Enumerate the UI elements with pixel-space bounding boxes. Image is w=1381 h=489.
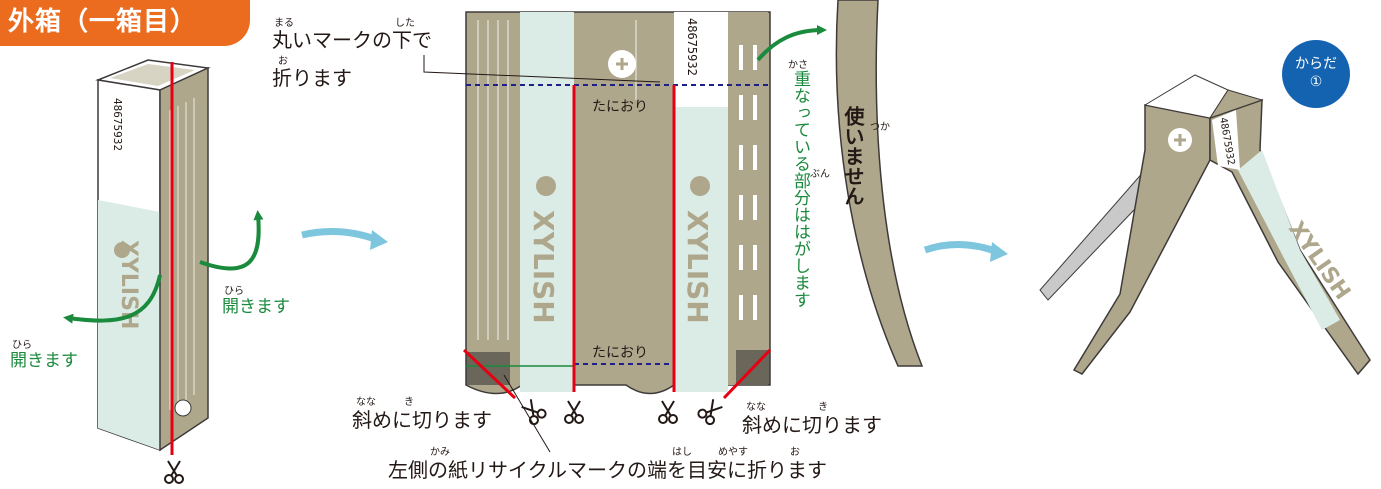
cut-box: 48675932 XYLISH [1039, 74, 1371, 376]
label-tanioru-bottom: たにおり [592, 345, 648, 361]
removed-flap [835, 0, 924, 367]
ruby-maru: まる [274, 18, 294, 29]
flow-arrow-1 [301, 228, 380, 244]
ruby-nana-1: なな [356, 397, 376, 408]
sheet-brand-left: XYLISH [527, 210, 560, 324]
label-kasanatte: 重なっている部分ははがします [790, 70, 810, 308]
recycle-mark-icon [174, 399, 192, 417]
scissors-icon [164, 460, 184, 484]
ruby-nana-2: なな [746, 402, 766, 413]
label-maru-line2: 折ります [272, 66, 352, 90]
section-title: 外箱（一箱目） [0, 0, 250, 46]
label-maru-line1: 丸いマークの下で [272, 28, 432, 52]
ruby-o-2: お [790, 447, 800, 458]
label-hirakimasu-left: 開きます [10, 351, 78, 371]
step-badge: からだ ① [1282, 40, 1350, 108]
closed-box: XYLISH 48675932 [63, 59, 264, 484]
ruby-ki-1: き [404, 397, 414, 408]
ruby-kasa: かさ [788, 60, 808, 71]
label-hirakimasu-right: 開きます [222, 297, 290, 317]
ruby-hashi: はし [672, 447, 692, 458]
label-hidari-gawa: 左側の紙リサイクルマークの端を目安に折ります [388, 458, 827, 482]
flow-arrow-2 [923, 240, 1000, 256]
step-badge-number: ① [1309, 74, 1323, 90]
ruby-hira-2: ひら [12, 340, 32, 351]
unfolded-sheet: XYLISH XYLISH 48675932 [423, 11, 827, 453]
ruby-bun: ぶん [810, 169, 830, 180]
sheet-brand-right: XYLISH [681, 210, 714, 324]
scissors-icon [564, 400, 584, 424]
scissors-icon [521, 399, 547, 426]
label-naname-right: 斜めに切ります [742, 413, 882, 437]
ruby-o: お [278, 56, 288, 67]
label-naname-left: 斜めに切ります [352, 408, 492, 432]
ruby-meyasu: めやす [718, 447, 748, 458]
sheet-barcode: 48675932 [685, 18, 699, 76]
ruby-hira-1: ひら [224, 286, 244, 297]
ruby-ki-2: き [818, 402, 828, 413]
scissors-icon [658, 400, 678, 424]
step-badge-label: からだ [1295, 56, 1337, 72]
scissors-icon [697, 399, 723, 426]
label-tanioru-top: たにおり [592, 99, 648, 115]
label-tsukaimasen: 使いません [841, 106, 865, 206]
ruby-tsuka: つか [870, 122, 890, 133]
ruby-kami: かみ [430, 447, 450, 458]
ruby-shita: した [395, 18, 415, 29]
cross-logo-icon [608, 50, 636, 78]
box-barcode-text: 48675932 [111, 98, 124, 151]
